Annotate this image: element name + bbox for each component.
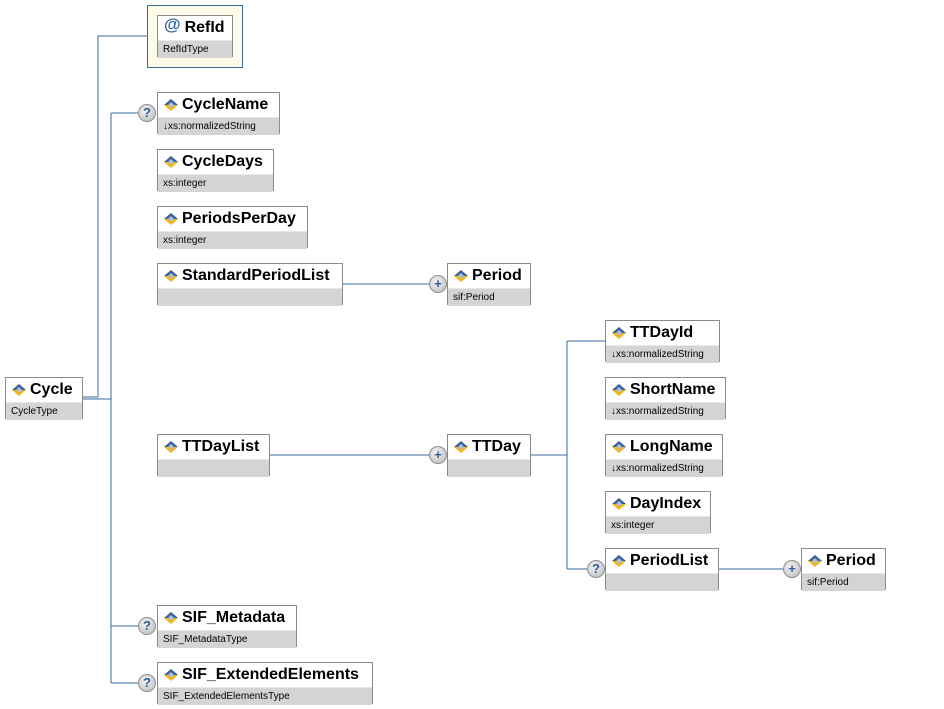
element-diamond-icon <box>164 612 178 624</box>
element-type <box>448 459 530 477</box>
element-type: ↓xs:normalizedString <box>606 402 725 420</box>
element-standardperiodlist[interactable]: StandardPeriodList <box>157 263 343 306</box>
element-diamond-icon <box>164 441 178 453</box>
element-type <box>158 288 342 306</box>
element-type: SIF_MetadataType <box>158 630 296 648</box>
element-type: xs:integer <box>158 174 273 192</box>
element-name: CycleDays <box>182 153 263 170</box>
element-type: SIF_ExtendedElementsType <box>158 687 372 705</box>
repeat-badge-icon: + <box>429 446 447 464</box>
element-sif-metadata[interactable]: SIF_Metadata SIF_MetadataType <box>157 605 297 648</box>
element-diamond-icon <box>164 99 178 111</box>
repeat-badge-icon: + <box>783 560 801 578</box>
element-diamond-icon <box>454 441 468 453</box>
element-ttdaylist[interactable]: TTDayList <box>157 434 270 477</box>
element-name: CycleName <box>182 96 269 113</box>
optional-badge-icon: ? <box>138 617 156 635</box>
element-name: PeriodList <box>630 552 709 569</box>
element-diamond-icon <box>612 441 626 453</box>
attribute-group: @RefId RefIdType <box>147 5 243 68</box>
element-longname[interactable]: LongName ↓xs:normalizedString <box>605 434 723 477</box>
element-periodlist[interactable]: PeriodList <box>605 548 719 591</box>
element-type: ↓xs:normalizedString <box>606 459 722 477</box>
attribute-name: RefId <box>184 19 225 36</box>
element-sif-extendedelements[interactable]: SIF_ExtendedElements SIF_ExtendedElement… <box>157 662 373 705</box>
element-diamond-icon <box>612 384 626 396</box>
attribute-refid[interactable]: @RefId RefIdType <box>157 15 233 58</box>
element-name: ShortName <box>630 381 716 398</box>
element-periodsperday[interactable]: PeriodsPerDay xs:integer <box>157 206 308 249</box>
element-name: TTDayId <box>630 324 694 341</box>
element-name: TTDayList <box>182 438 260 455</box>
element-type: ↓xs:normalizedString <box>158 117 279 135</box>
element-type: sif:Period <box>802 573 885 591</box>
element-name: Period <box>472 267 522 284</box>
element-name: TTDay <box>472 438 521 455</box>
element-name: SIF_Metadata <box>182 609 286 626</box>
element-type: xs:integer <box>606 516 710 534</box>
element-ttday[interactable]: TTDay <box>447 434 531 477</box>
element-name: Period <box>826 552 876 569</box>
element-diamond-icon <box>164 156 178 168</box>
element-period[interactable]: Period sif:Period <box>447 263 531 306</box>
element-diamond-icon <box>612 498 626 510</box>
optional-badge-icon: ? <box>587 560 605 578</box>
root-element-cycle[interactable]: Cycle CycleType <box>5 377 83 420</box>
element-period[interactable]: Period sif:Period <box>801 548 886 591</box>
element-name: StandardPeriodList <box>182 267 330 284</box>
element-diamond-icon <box>612 555 626 567</box>
optional-badge-icon: ? <box>138 104 156 122</box>
element-cycledays[interactable]: CycleDays xs:integer <box>157 149 274 192</box>
element-type: sif:Period <box>448 288 530 306</box>
element-cyclename[interactable]: CycleName ↓xs:normalizedString <box>157 92 280 135</box>
at-sign-icon: @ <box>164 15 181 34</box>
element-diamond-icon <box>612 327 626 339</box>
element-diamond-icon <box>164 270 178 282</box>
element-type <box>606 573 718 591</box>
element-diamond-icon <box>12 384 26 396</box>
element-name: SIF_ExtendedElements <box>182 666 359 683</box>
element-type <box>158 459 269 477</box>
element-diamond-icon <box>808 555 822 567</box>
repeat-badge-icon: + <box>429 275 447 293</box>
element-type: ↓xs:normalizedString <box>606 345 719 363</box>
element-dayindex[interactable]: DayIndex xs:integer <box>605 491 711 534</box>
element-diamond-icon <box>164 669 178 681</box>
element-name: LongName <box>630 438 713 455</box>
optional-badge-icon: ? <box>138 674 156 692</box>
element-type: CycleType <box>6 402 82 420</box>
element-diamond-icon <box>164 213 178 225</box>
element-name: DayIndex <box>630 495 702 512</box>
element-name: Cycle <box>30 381 73 398</box>
attribute-type: RefIdType <box>158 40 232 58</box>
element-diamond-icon <box>454 270 468 282</box>
element-ttdayid[interactable]: TTDayId ↓xs:normalizedString <box>605 320 720 363</box>
element-shortname[interactable]: ShortName ↓xs:normalizedString <box>605 377 726 420</box>
element-name: PeriodsPerDay <box>182 210 296 227</box>
element-type: xs:integer <box>158 231 307 249</box>
